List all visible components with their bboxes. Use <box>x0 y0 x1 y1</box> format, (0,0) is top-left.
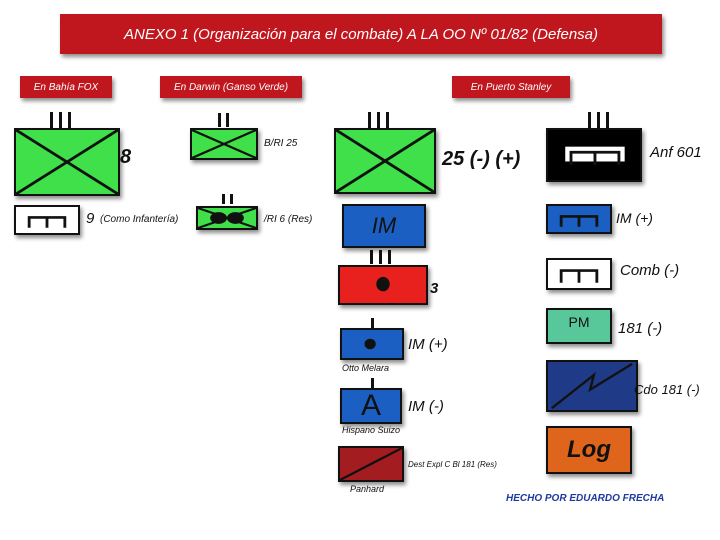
crossed-box-icon <box>192 130 256 158</box>
caption-otto-melara: Otto Melara <box>342 363 390 373</box>
dot-icon <box>376 276 390 292</box>
recon-unit-im-plus <box>546 204 612 234</box>
header-stanley: En Puerto Stanley <box>452 76 570 98</box>
track-wheel-icon <box>565 146 625 166</box>
unit-label-im-minus: IM (-) <box>408 398 444 415</box>
unit-label-bri25: B/RI 25 <box>264 138 298 149</box>
unit-label-cdo181: Cdo 181 (-) <box>634 382 700 397</box>
recon-unit-panhard <box>338 446 404 482</box>
track-wheel-icon <box>559 215 599 227</box>
header-bahia-fox: En Bahía FOX <box>20 76 112 98</box>
header-darwin: En Darwin (Ganso Verde) <box>160 76 302 98</box>
unit-label-25: 25 (-) (+) <box>442 148 521 170</box>
infantry-unit-b-ri25 <box>190 128 258 160</box>
caption-hispano-suizo: Hispano Suizo <box>342 425 401 435</box>
track-wheel-icon <box>559 269 599 283</box>
military-police-unit: PM <box>546 308 612 344</box>
logistics-unit: Log <box>546 426 632 474</box>
unit-label-log: Log <box>567 436 611 463</box>
unit-label-im-plus-mid: IM (+) <box>408 336 448 353</box>
unit-label-pm: PM <box>568 314 590 330</box>
echelon-marker <box>371 318 374 328</box>
echelon-marker <box>370 250 391 264</box>
echelon-marker <box>368 112 389 128</box>
lightning-icon <box>551 362 633 410</box>
unit-label-dest: Dest Expl C Bl 181 (Res) <box>408 460 497 469</box>
amphibious-unit-anf601 <box>546 128 642 182</box>
unit-label-im-plus-right: IM (+) <box>616 210 653 226</box>
page-title: ANEXO 1 (Organización para el combate) A… <box>60 14 662 54</box>
unit-label-8: 8 <box>120 146 132 168</box>
echelon-marker <box>588 112 609 128</box>
dot-icon <box>364 338 376 350</box>
air-defense-battery-hispano-suizo: A <box>340 388 402 424</box>
echelon-marker <box>50 112 71 128</box>
infantry-unit-im: IM <box>342 204 426 248</box>
infantry-unit-8 <box>14 128 120 196</box>
credit-text: HECHO POR EDUARDO FRECHA <box>506 493 665 504</box>
unit-label-ri6: /RI 6 (Res) <box>264 214 313 225</box>
echelon-marker <box>218 113 229 127</box>
unit-label-9: 9 <box>86 210 95 227</box>
recon-unit-comb <box>546 258 612 290</box>
crossed-box-icon <box>198 208 256 228</box>
recon-unit-9 <box>14 205 80 235</box>
infantry-unit-25 <box>334 128 436 194</box>
unit-label-anf601: Anf 601 <box>650 144 702 161</box>
slash-icon <box>340 448 402 480</box>
infantry-unit-ri6 <box>196 206 258 230</box>
artillery-battery-otto-melara <box>340 328 404 360</box>
unit-label-comb: Comb (-) <box>620 262 680 279</box>
echelon-marker <box>222 194 233 204</box>
unit-label-3: 3 <box>430 280 439 297</box>
artillery-unit-3 <box>338 265 428 305</box>
crossed-box-icon <box>16 130 118 194</box>
unit-caption-como-infanteria: (Como Infantería) <box>100 214 179 225</box>
crossed-box-icon <box>336 130 434 192</box>
unit-label-im: IM <box>371 213 397 238</box>
commando-unit-181 <box>546 360 638 412</box>
track-wheel-icon <box>27 216 67 228</box>
caption-panhard: Panhard <box>350 484 385 494</box>
anti-aircraft-letter: A <box>360 389 381 422</box>
unit-label-181: 181 (-) <box>618 320 663 337</box>
echelon-marker <box>371 378 374 388</box>
